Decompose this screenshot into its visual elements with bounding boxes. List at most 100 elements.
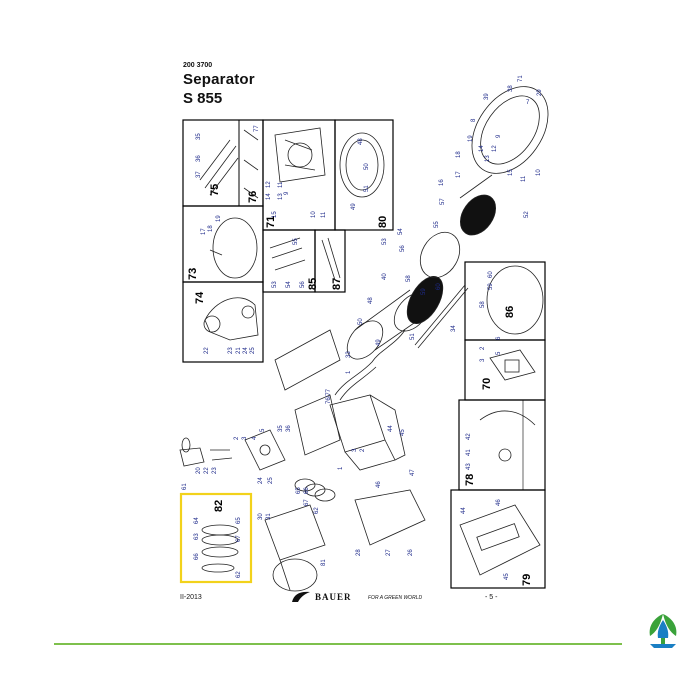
detail-box-74 [182, 281, 264, 363]
document-code: 200 3700 [183, 62, 213, 69]
part-number-label: 18 [456, 151, 462, 158]
part-number-label: 56 [300, 281, 306, 288]
model-name: S 855 [183, 90, 223, 107]
part-number-label: 45 [400, 429, 406, 436]
box-number-71: 71 [265, 216, 277, 228]
part-number-label: 35 [196, 133, 202, 140]
part-number-label: 35 [278, 425, 284, 432]
part-number-label: 51 [364, 185, 370, 192]
part-number-label: 1 [338, 466, 344, 470]
part-number-label: 13 [485, 155, 491, 162]
page-number: - 5 - [485, 594, 498, 601]
part-number-label: 76/77 [326, 388, 332, 404]
company-leaf-logo-icon [649, 614, 677, 648]
part-number-label: 29 [537, 89, 543, 96]
part-number-label: 17 [456, 171, 462, 178]
part-number-label: 64 [194, 517, 200, 524]
part-number-label: 1 [346, 370, 352, 374]
part-number-label: 28 [356, 549, 362, 556]
part-number-label: 18 [208, 225, 214, 232]
box-number-82: 82 [213, 500, 225, 512]
detail-box-80 [334, 119, 394, 231]
part-number-label: 15 [272, 211, 278, 218]
part-number-label: 46 [376, 481, 382, 488]
box-number-74: 74 [194, 291, 206, 304]
box-number-70: 70 [481, 378, 493, 390]
part-number-label: 59 [488, 283, 494, 290]
part-number-label: 24 [258, 477, 264, 484]
part-number-label: 36 [286, 425, 292, 432]
revision-date: II-2013 [180, 594, 202, 601]
part-number-label: 60 [488, 271, 494, 278]
part-number-label: 36 [196, 155, 202, 162]
part-number-label: 48 [358, 138, 364, 145]
bauer-logo-icon [292, 591, 310, 602]
part-number-label: 5 [496, 351, 502, 355]
part-number-label: 44 [388, 425, 394, 432]
part-number-label: 31 [266, 513, 272, 520]
part-number-label: 25 [268, 477, 274, 484]
part-number-label: 66 [304, 487, 310, 494]
part-number-label: 71 [518, 75, 524, 82]
part-number-label: 67 [304, 499, 310, 506]
part-number-label: 11 [278, 181, 284, 188]
part-number-label: 2 [480, 346, 486, 350]
brand-name: BAUER [315, 592, 352, 602]
part-number-label: 7 [526, 100, 530, 106]
part-number-label: 23 [212, 467, 218, 474]
part-number-label: 65 [296, 487, 302, 494]
part-number-label: 54 [398, 228, 404, 235]
part-number-label: 11 [321, 211, 327, 218]
part-number-label: 21 [236, 347, 242, 354]
part-number-label: 66 [194, 553, 200, 560]
part-number-label: 37 [196, 171, 202, 178]
part-number-label: 11 [521, 175, 527, 182]
part-number-label: 62 [314, 507, 320, 514]
part-number-label: 17 [201, 228, 207, 235]
part-number-label: 59 [421, 288, 427, 295]
part-number-label: 53 [382, 238, 388, 245]
part-number-label: 54 [286, 281, 292, 288]
part-number-label: 53 [272, 281, 278, 288]
footer-rule [54, 643, 622, 645]
part-number-label: 3 [352, 448, 358, 452]
part-number-label: 52 [524, 211, 530, 218]
part-number-label: 38 [508, 85, 514, 92]
part-number-label: 58 [480, 301, 486, 308]
box-number-76: 76 [247, 191, 259, 203]
highlight-box-82 [179, 492, 253, 584]
part-number-label: 39 [484, 93, 490, 100]
part-number-label: 23 [228, 347, 234, 354]
part-number-label: 77 [254, 125, 260, 132]
part-number-label: 14 [266, 193, 272, 200]
part-number-label: 12 [266, 181, 272, 188]
part-number-label: 67 [236, 535, 242, 542]
part-number-label: 61 [182, 483, 188, 490]
part-number-label: 50 [358, 318, 364, 325]
part-number-label: 62 [236, 571, 242, 578]
part-number-label: 33 [346, 351, 352, 358]
part-number-label: 9 [284, 191, 290, 195]
part-number-label: 60 [436, 283, 442, 290]
part-number-label: 6 [496, 336, 502, 340]
part-number-label: 48 [368, 297, 374, 304]
part-number-label: 65 [236, 517, 242, 524]
box-number-79: 79 [521, 574, 533, 586]
part-number-label: 56 [400, 245, 406, 252]
part-number-label: 8 [471, 118, 477, 122]
part-number-label: 3 [480, 358, 486, 362]
part-number-label: 41 [466, 449, 472, 456]
box-number-87: 87 [331, 278, 343, 290]
part-number-label: 49 [351, 203, 357, 210]
part-number-label: 19 [216, 215, 222, 222]
part-number-label: 16 [439, 179, 445, 186]
part-number-label: 22 [204, 467, 210, 474]
part-number-label: 4 [252, 436, 258, 440]
box-number-85: 85 [307, 278, 319, 290]
detail-box-79 [450, 489, 546, 589]
box-number-78: 78 [464, 474, 476, 486]
part-number-label: 43 [466, 463, 472, 470]
part-number-label: 22 [204, 347, 210, 354]
